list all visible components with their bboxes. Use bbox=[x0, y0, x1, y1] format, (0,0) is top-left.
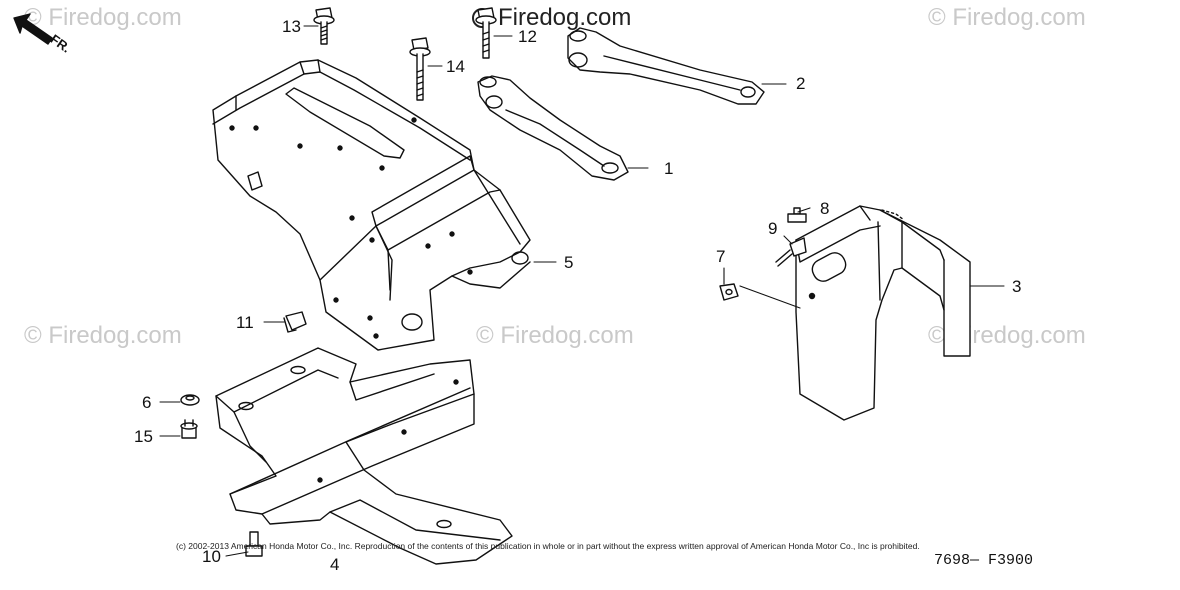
copyright-notice: (c) 2002-2013 American Honda Motor Co., … bbox=[176, 541, 920, 551]
part-2-arm-upper bbox=[567, 27, 765, 105]
callout-5: 5 bbox=[564, 253, 574, 272]
callout-11: 11 bbox=[236, 313, 254, 332]
watermark-top-right: © Firedog.com bbox=[928, 4, 1086, 31]
part-12-bolt-icon bbox=[475, 7, 497, 59]
callout-8: 8 bbox=[820, 199, 830, 218]
part-5-mounting-bracket bbox=[212, 59, 531, 351]
part-15-bolt-icon bbox=[180, 419, 198, 439]
callout-13: 13 bbox=[282, 17, 301, 36]
part-8-bolt-icon bbox=[787, 207, 807, 223]
part-4-base-plate bbox=[215, 347, 513, 565]
part-6-nut-icon bbox=[180, 394, 200, 406]
leader-lines bbox=[159, 25, 1005, 557]
front-direction-arrow-icon bbox=[13, 13, 53, 45]
callout-1: 1 bbox=[664, 159, 674, 178]
callout-6: 6 bbox=[142, 393, 152, 412]
part-14-bolt-icon bbox=[409, 37, 431, 101]
part-1-arm-lower bbox=[477, 75, 629, 181]
watermark-mid-center: © Firedog.com bbox=[476, 322, 634, 349]
part-3-cover bbox=[795, 205, 971, 421]
callout-14: 14 bbox=[446, 57, 465, 76]
callout-12: 12 bbox=[518, 27, 537, 46]
callout-15: 15 bbox=[134, 427, 153, 446]
callout-9: 9 bbox=[768, 219, 778, 238]
callout-10: 10 bbox=[202, 547, 221, 566]
watermark-main-text: Firedog.com bbox=[498, 4, 632, 31]
part-7-nut-icon bbox=[719, 283, 739, 301]
watermark-mid-left: © Firedog.com bbox=[24, 322, 182, 349]
callout-4: 4 bbox=[330, 555, 340, 574]
part-11-bolt-icon bbox=[283, 311, 307, 333]
watermark-top-center: Firedog.com bbox=[472, 4, 631, 32]
watermark-top-left: © Firedog.com bbox=[24, 4, 182, 31]
callout-7: 7 bbox=[716, 247, 726, 266]
part-13-bolt-icon bbox=[313, 7, 335, 45]
callout-2: 2 bbox=[796, 74, 806, 93]
diagram-code: 7698— F3900 bbox=[934, 552, 1034, 569]
callout-3: 3 bbox=[1012, 277, 1022, 296]
part-9-bolt-icon bbox=[775, 237, 807, 267]
